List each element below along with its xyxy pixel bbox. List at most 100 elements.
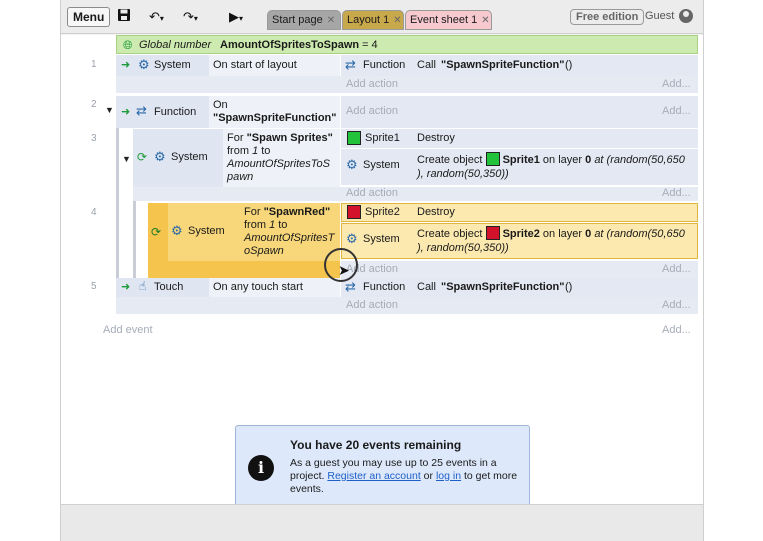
- condition-line-1: On: [213, 99, 228, 111]
- action-object: Sprite2: [365, 206, 400, 218]
- free-edition-badge[interactable]: Free edition: [570, 9, 645, 25]
- action-object: Sprite1: [365, 132, 400, 144]
- for-label: For: [227, 132, 244, 144]
- close-icon[interactable]: ✕: [393, 15, 402, 26]
- event-3-action-2[interactable]: ⚙ System Create object Sprite1 on layer …: [341, 149, 698, 185]
- loop-icon: ⟳: [137, 150, 148, 164]
- event-1-object[interactable]: ➜ ⚙ System: [116, 55, 209, 76]
- add-button[interactable]: Add...: [662, 299, 691, 311]
- to-value-line-1: AmountOfSpritesToS: [227, 158, 330, 170]
- from-value: 1: [269, 219, 276, 231]
- close-icon[interactable]: ✕: [326, 15, 336, 26]
- add-event-button[interactable]: Add event: [103, 324, 153, 336]
- event-3-object[interactable]: ⟳ ⚙ System: [133, 129, 223, 187]
- for-label: For: [244, 206, 261, 218]
- app-window: Menu ↶▾ ↷▾ ▶▾ Start page✕ Layout 1✕ Even…: [60, 0, 704, 541]
- global-variable-row[interactable]: 🌐︎ Global number AmountOfSpritesToSpawn …: [116, 35, 698, 54]
- add-button[interactable]: Add...: [662, 78, 691, 90]
- action-layer: 0: [585, 154, 592, 166]
- event-number: 2: [91, 99, 97, 110]
- event-4-condition[interactable]: For "SpawnRed" from 1 to AmountOfSprites…: [240, 203, 340, 261]
- notice-title: You have 20 events remaining: [290, 438, 462, 452]
- redo-icon[interactable]: ↷▾: [183, 9, 198, 24]
- action-object: Function: [363, 281, 406, 293]
- add-action-button[interactable]: Add action: [346, 299, 398, 311]
- tab-label: Start page: [272, 14, 323, 26]
- add-action-button[interactable]: Add action: [346, 105, 398, 117]
- trigger-arrow-icon: ➜: [121, 106, 131, 118]
- add-action-button[interactable]: Add action: [346, 187, 398, 199]
- collapse-triangle-icon[interactable]: ▼: [122, 154, 131, 164]
- action-at: at (random(50,650: [594, 228, 685, 240]
- tab-event-sheet-1[interactable]: Event sheet 1✕: [405, 10, 492, 30]
- trigger-arrow-icon: ➜: [121, 281, 131, 293]
- event-1-add-row: [116, 76, 698, 93]
- tab-start-page[interactable]: Start page✕: [267, 10, 341, 30]
- event-3-condition[interactable]: For "Spawn Sprites" from 1 to AmountOfSp…: [223, 129, 340, 187]
- add-event-more-button[interactable]: Add...: [662, 324, 691, 336]
- condition-line-2: "SpawnSpriteFunction": [213, 112, 337, 124]
- save-icon[interactable]: [117, 8, 131, 26]
- menu-button[interactable]: Menu: [67, 7, 111, 27]
- mouse-pointer-icon: ➤: [338, 262, 350, 278]
- event-5-action[interactable]: ⇄ Function Call "SpawnSpriteFunction" (): [341, 278, 698, 297]
- object-label: Touch: [154, 281, 184, 293]
- event-3-action-1[interactable]: Sprite1 Destroy: [341, 129, 698, 148]
- gear-icon: ⚙: [154, 149, 166, 164]
- event-2-condition[interactable]: On "SpawnSpriteFunction": [209, 96, 340, 128]
- add-button[interactable]: Add...: [662, 187, 691, 199]
- guest-label[interactable]: Guest: [645, 10, 675, 22]
- event-4-margin[interactable]: ⟳: [148, 203, 168, 278]
- event-2-object[interactable]: ➜ ⇄ Function: [116, 96, 209, 128]
- event-1-action[interactable]: ⇄ Function Call "SpawnSpriteFunction" (): [341, 55, 698, 76]
- loop-icon: ⟳: [151, 225, 162, 239]
- gear-icon: ⚙: [346, 157, 358, 172]
- collapse-triangle-icon[interactable]: ▼: [105, 105, 114, 115]
- to-value-line-1: AmountOfSpritesT: [244, 232, 335, 244]
- event-4-add-row: [341, 261, 698, 278]
- play-icon[interactable]: ▶▾: [229, 9, 244, 24]
- action-line-2: ), random(50,350)): [417, 168, 509, 180]
- action-layer-text: on layer: [542, 228, 583, 240]
- events-remaining-notice: i You have 20 events remaining As a gues…: [235, 425, 530, 511]
- user-icon[interactable]: [679, 9, 693, 23]
- event-number: 4: [91, 207, 97, 218]
- register-link[interactable]: Register an account: [327, 470, 421, 482]
- login-link[interactable]: log in: [435, 470, 462, 482]
- info-icon: i: [248, 455, 274, 481]
- sprite1-swatch: [347, 131, 361, 145]
- gear-icon: ⚙: [346, 231, 358, 246]
- to-label: to: [278, 219, 288, 231]
- close-icon[interactable]: ✕: [481, 15, 490, 26]
- action-sprite: Sprite1: [502, 154, 540, 166]
- gear-icon: ⚙: [138, 57, 150, 72]
- add-action-button[interactable]: Add action: [346, 78, 398, 90]
- add-button[interactable]: Add...: [662, 263, 691, 275]
- event-5-object[interactable]: ➜ ☝ Touch: [116, 278, 209, 297]
- event-1-condition[interactable]: On start of layout: [209, 55, 340, 76]
- action-text: Destroy: [417, 132, 455, 144]
- event-2-action[interactable]: Add action Add...: [341, 96, 698, 128]
- event-4-action-2[interactable]: ⚙ System Create object Sprite2 on layer …: [341, 223, 698, 259]
- add-action-button[interactable]: Add action: [346, 263, 398, 275]
- event-4-object[interactable]: ⚙ System: [168, 203, 240, 261]
- function-icon: ⇄: [345, 279, 356, 294]
- loop-name: "Spawn Sprites": [246, 132, 333, 144]
- gear-icon: ⚙: [171, 223, 183, 238]
- event-sheet: 🌐︎ Global number AmountOfSpritesToSpawn …: [61, 35, 703, 511]
- trigger-arrow-icon: ➜: [121, 59, 131, 71]
- action-value: "SpawnSpriteFunction": [441, 59, 565, 71]
- tab-layout-1[interactable]: Layout 1✕: [342, 10, 404, 30]
- event-5-condition[interactable]: On any touch start: [209, 278, 340, 297]
- action-at: at (random(50,650: [594, 154, 685, 166]
- add-button[interactable]: Add...: [662, 105, 691, 117]
- action-sprite: Sprite2: [502, 228, 540, 240]
- event-5-add-row: [116, 297, 698, 314]
- event-4-action-1[interactable]: Sprite2 Destroy: [341, 203, 698, 222]
- to-value-line-2: pawn: [227, 171, 254, 183]
- tab-label: Event sheet 1: [410, 14, 478, 26]
- action-value: "SpawnSpriteFunction": [441, 281, 565, 293]
- action-object: Function: [363, 59, 406, 71]
- action-suffix: (): [565, 59, 573, 71]
- undo-icon[interactable]: ↶▾: [149, 9, 164, 24]
